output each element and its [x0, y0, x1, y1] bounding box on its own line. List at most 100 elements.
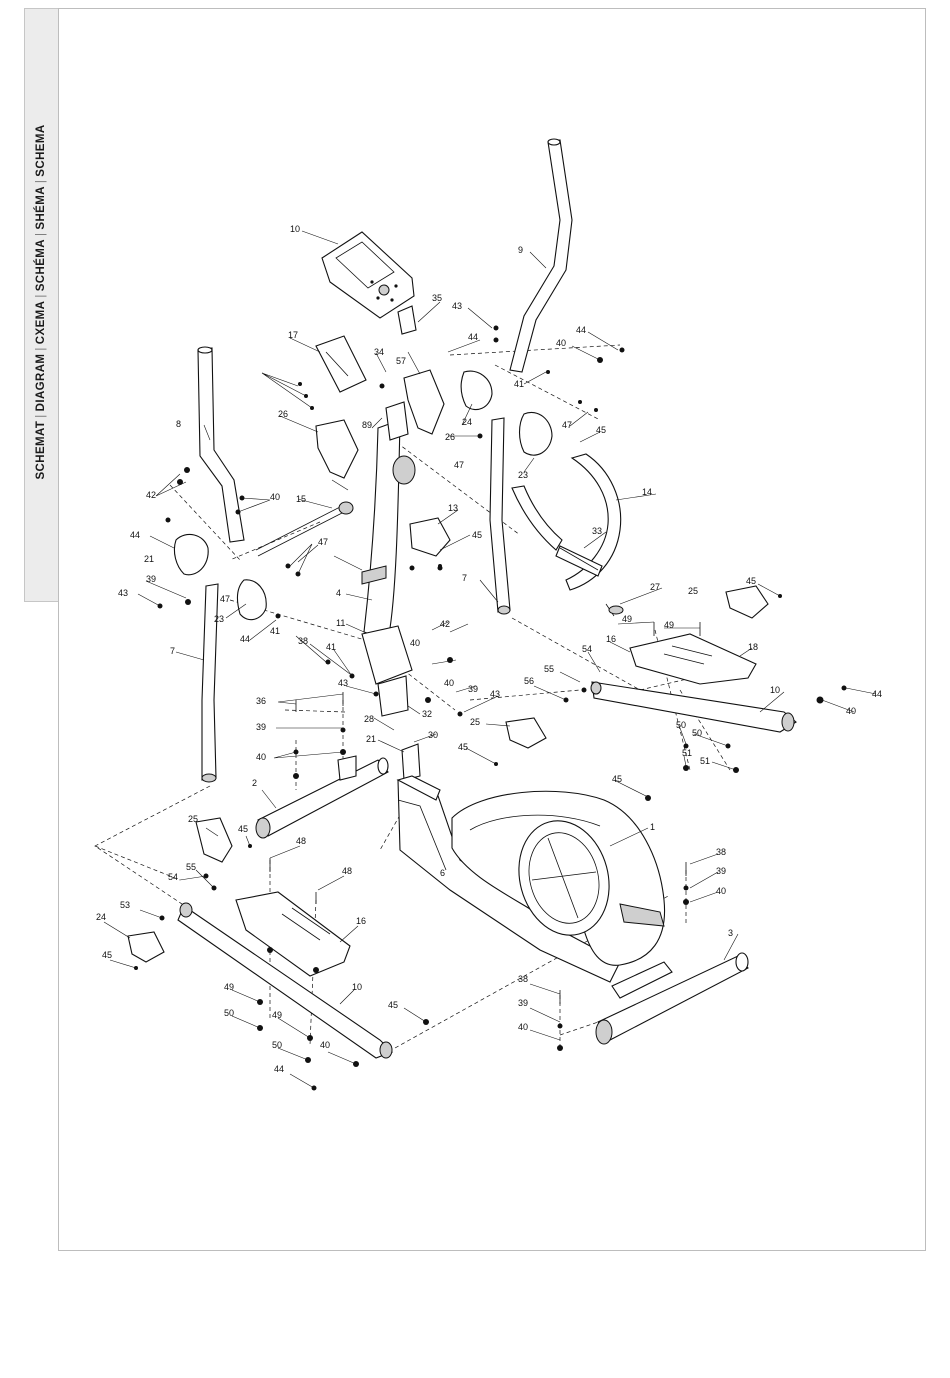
part-label-43: 42	[146, 490, 156, 500]
part-label-30: 27	[650, 582, 660, 592]
part-label-7: 7	[462, 573, 467, 583]
part-label-55: 89	[362, 420, 372, 430]
part-label-55: 57	[396, 356, 406, 366]
part-label-18: 17	[288, 330, 298, 340]
part-label-23: 23	[518, 470, 528, 480]
part-label-51: 51	[682, 748, 692, 758]
part-label-52: 54	[582, 644, 592, 654]
part-label-40: 40	[444, 678, 454, 688]
part-label-43: 43	[452, 301, 462, 311]
part-label-40: 39	[146, 574, 156, 584]
part-label-44: 44	[872, 689, 882, 699]
part-label-54: 56	[524, 676, 534, 686]
right-upper-handlebar-part-9	[509, 138, 573, 373]
part-label-44: 43	[118, 588, 128, 598]
rear-stabilizer	[255, 755, 389, 839]
part-label-38: 38	[518, 974, 528, 984]
part-label-45: 44	[240, 634, 250, 644]
cover-part-15	[409, 517, 451, 557]
part-label-48: 47	[318, 537, 328, 547]
part-label-40: 40	[556, 338, 566, 348]
part-label-37: 35	[432, 293, 442, 303]
part-label-34: 32	[422, 709, 432, 719]
part-label-32: 28	[364, 714, 374, 724]
part-label-4: 4	[336, 588, 341, 598]
cover-part-27	[315, 419, 359, 479]
part-label-33: 30	[428, 730, 438, 740]
cover-part-23-right	[518, 412, 553, 456]
part-label-45: 45	[472, 530, 482, 540]
part-label-16: 15	[296, 494, 306, 504]
part-number-labels: 10 35 17 34 57 26 89 24 26 47 15 47 13 4…	[96, 224, 882, 1074]
part-label-14: 11	[336, 618, 345, 628]
part-label-25: 25	[470, 717, 480, 727]
cover-part-26-left	[195, 817, 233, 863]
part-label-54: 55	[186, 862, 196, 872]
part-label-40: 40	[410, 638, 420, 648]
part-label-40: 40	[846, 706, 856, 716]
part-label-10: 10	[352, 982, 362, 992]
part-label-40: 40	[320, 1040, 330, 1050]
right-lower-handlebar-part-7	[489, 417, 511, 615]
covers	[127, 369, 769, 963]
part-label-49: 49	[664, 620, 674, 630]
part-label-45: 45	[458, 742, 468, 752]
part-label-53: 54	[168, 872, 178, 882]
part-label-48: 47	[562, 420, 572, 430]
right-foot-rail-part-10	[590, 681, 797, 733]
part-label-1: 1	[650, 822, 655, 832]
part-label-11: 14	[642, 487, 652, 497]
part-label-24: 23	[214, 614, 224, 624]
part-label-9: 9	[518, 245, 523, 255]
part-label-38: 36	[256, 696, 266, 706]
part-label-15: 13	[448, 503, 458, 513]
part-label-26: 25	[188, 814, 198, 824]
flywheel-cover-part-1	[451, 790, 666, 966]
console-bracket-part-18	[315, 335, 367, 393]
part-label-45: 45	[102, 950, 112, 960]
part-label-41: 41	[514, 379, 524, 389]
part-label-49: 48	[296, 836, 306, 846]
part-label-50: 49	[224, 982, 234, 992]
hardware-bolts	[269, 547, 701, 1004]
part-label-23: 21	[144, 554, 154, 564]
diagram-frame	[58, 8, 926, 1251]
cover-part-24-left	[236, 579, 267, 621]
left-foot-rail-part-10	[177, 902, 393, 1059]
part-label-13: 10	[290, 224, 300, 234]
part-label-47: 45	[612, 774, 622, 784]
part-label-39: 39	[518, 998, 528, 1008]
part-label-47: 47	[454, 460, 464, 470]
part-label-35: 33	[592, 526, 602, 536]
part-label-47: 47	[220, 594, 230, 604]
left-pedal-part-17	[235, 891, 351, 977]
cover-part-56-right	[403, 369, 445, 435]
part-label-51: 51	[700, 756, 710, 766]
cover-part-26-right	[725, 585, 769, 619]
part-label-25: 24	[96, 912, 106, 922]
part-label-17: 16	[356, 916, 366, 926]
part-label-44: 43	[490, 689, 500, 699]
part-label-27: 26	[278, 409, 288, 419]
cover-part-23-left	[173, 533, 209, 576]
part-label-51: 50	[272, 1040, 282, 1050]
leader-lines	[103, 230, 877, 1089]
part-label-10: 10	[770, 685, 780, 695]
part-label-40: 40	[716, 886, 726, 896]
part-label-52: 53	[120, 900, 130, 910]
part-label-42: 42	[440, 619, 450, 629]
part-label-2: 2	[252, 778, 257, 788]
part-label-39: 39	[716, 866, 726, 876]
part-label-39: 39	[468, 684, 478, 694]
left-upper-handlebar-part-8	[197, 346, 245, 543]
part-label-45: 45	[596, 425, 606, 435]
part-label-28: 26	[445, 432, 455, 442]
part-label-41: 41	[326, 642, 336, 652]
part-label-7: 7	[170, 646, 175, 656]
part-label-42: 41	[270, 626, 280, 636]
cover-part-25-left	[127, 931, 165, 963]
left-lower-handlebar-part-7	[201, 583, 219, 783]
side-tab	[24, 8, 58, 602]
cover-part-24-right	[460, 370, 493, 411]
